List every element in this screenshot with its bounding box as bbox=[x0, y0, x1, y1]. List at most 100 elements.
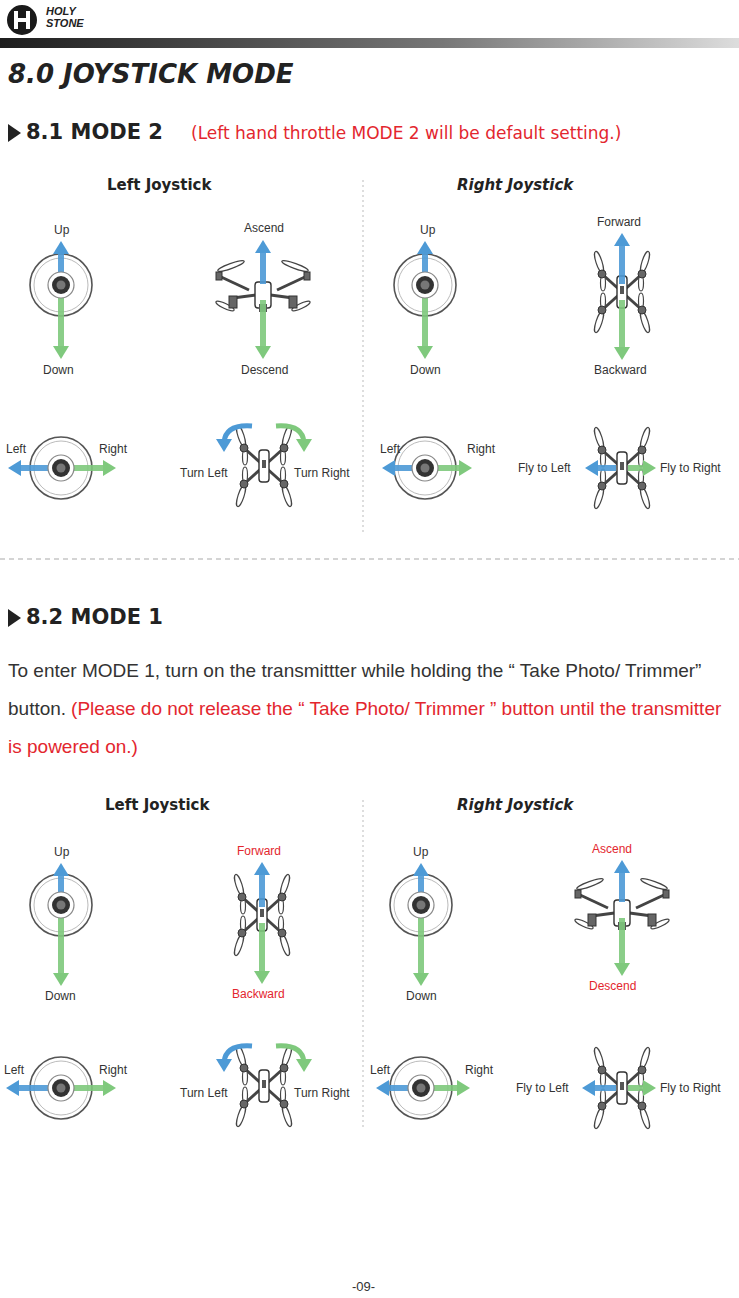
joystick-knob bbox=[52, 1079, 70, 1097]
arrow-head bbox=[103, 1080, 116, 1096]
joystick-knob bbox=[48, 892, 74, 918]
direction-label: Ascend bbox=[592, 843, 632, 856]
arrow-head bbox=[417, 241, 433, 254]
drone-arm bbox=[277, 276, 307, 290]
direction-label: Fly to Right bbox=[660, 462, 721, 475]
arrow-shaft bbox=[58, 915, 64, 976]
propeller-blade bbox=[576, 877, 604, 891]
joystick-knob bbox=[48, 455, 74, 481]
drone-motor bbox=[598, 270, 606, 278]
direction-label: Fly to Left bbox=[518, 462, 571, 475]
arrow-head bbox=[103, 460, 116, 476]
arrow-shaft bbox=[16, 1085, 51, 1091]
arrow-shaft bbox=[259, 923, 265, 974]
drone-motor bbox=[588, 914, 596, 926]
arrow-shaft bbox=[260, 300, 266, 349]
arrow-shaft bbox=[619, 870, 625, 902]
direction-label: Up bbox=[413, 846, 428, 859]
joystick-knob bbox=[412, 272, 438, 298]
arrow-head bbox=[582, 1080, 595, 1096]
section-triangle bbox=[8, 124, 21, 142]
drone-motor bbox=[575, 890, 581, 898]
drone-body bbox=[262, 460, 266, 468]
arrow-head bbox=[216, 1059, 232, 1072]
drone-arm bbox=[578, 894, 608, 908]
instruction-paragraph: To enter MODE 1, turn on the transmittte… bbox=[8, 652, 734, 766]
drone-motor bbox=[280, 1064, 288, 1072]
direction-label: Right bbox=[465, 1064, 493, 1077]
joystick-knob bbox=[48, 272, 74, 298]
arrow-shaft bbox=[260, 250, 266, 284]
joystick-knob bbox=[412, 896, 430, 914]
direction-label: STONE bbox=[46, 17, 84, 29]
drone-top-view bbox=[235, 1045, 294, 1128]
header-bar bbox=[0, 38, 739, 48]
joystick-knob bbox=[408, 1075, 434, 1101]
arrow-shaft bbox=[386, 1085, 411, 1091]
logo-mark bbox=[6, 4, 38, 36]
direction-label: Forward bbox=[597, 216, 641, 229]
arrow-head bbox=[457, 1080, 470, 1096]
drone-motor bbox=[638, 1102, 646, 1110]
drone-body bbox=[617, 1072, 627, 1104]
drone-motor bbox=[278, 893, 286, 901]
heading-label: Left Joystick bbox=[105, 797, 209, 814]
joystick-knob bbox=[48, 1075, 74, 1101]
arrow-head bbox=[255, 240, 271, 253]
drone-motor bbox=[598, 482, 606, 490]
drone-body bbox=[259, 1070, 269, 1102]
drone-motor bbox=[598, 1066, 606, 1074]
instruction-text: (Please do not release the “ Take Photo/… bbox=[8, 698, 721, 757]
direction-label: Forward bbox=[237, 845, 281, 858]
joystick-knob bbox=[57, 464, 66, 473]
drone-body bbox=[259, 450, 269, 482]
direction-label: Right bbox=[467, 443, 495, 456]
direction-label: Backward bbox=[594, 364, 647, 377]
arrow-shaft bbox=[58, 295, 64, 349]
direction-label: Ascend bbox=[244, 222, 284, 235]
arrow-head bbox=[382, 460, 395, 476]
heading-label: 8.2 MODE 1 bbox=[26, 606, 163, 629]
arrow-shaft bbox=[259, 872, 265, 907]
drone-motor bbox=[216, 272, 222, 280]
arrow-shaft bbox=[619, 300, 625, 350]
drone-motor bbox=[240, 1064, 248, 1072]
arrow-shaft bbox=[431, 1085, 460, 1091]
arrow-head bbox=[255, 346, 271, 359]
drone-top-view bbox=[235, 425, 294, 508]
section-divider bbox=[0, 558, 739, 559]
drone-motor bbox=[648, 914, 656, 926]
direction-label: Up bbox=[54, 846, 69, 859]
direction-label: Down bbox=[406, 990, 437, 1003]
joystick-knob bbox=[417, 901, 426, 910]
direction-label: Down bbox=[410, 364, 441, 377]
arrow-head bbox=[254, 862, 270, 875]
drone-motor bbox=[240, 444, 248, 452]
arrow-shaft bbox=[18, 465, 51, 471]
drone-motor bbox=[240, 1100, 248, 1108]
drone-body bbox=[620, 1082, 624, 1090]
drone-motor bbox=[304, 272, 310, 280]
direction-label: Up bbox=[420, 224, 435, 237]
direction-label: Turn Left bbox=[180, 467, 228, 480]
joystick-knob bbox=[421, 281, 430, 290]
section-triangle bbox=[8, 609, 21, 627]
arrow-head bbox=[53, 346, 69, 359]
direction-label: Left bbox=[380, 443, 400, 456]
drone-motor bbox=[663, 890, 669, 898]
arrow-head bbox=[585, 460, 598, 476]
column-divider bbox=[363, 180, 364, 535]
arrow-shaft bbox=[422, 295, 428, 349]
drone-motor bbox=[238, 893, 246, 901]
drone-motor bbox=[598, 306, 606, 314]
column-divider bbox=[363, 800, 364, 1130]
drone-body bbox=[620, 462, 624, 470]
propeller-blade bbox=[640, 877, 668, 891]
drone-motor bbox=[638, 446, 646, 454]
arrow-head bbox=[216, 439, 232, 452]
drone-motor bbox=[638, 270, 646, 278]
arrow-shaft bbox=[435, 465, 462, 471]
direction-label: Descend bbox=[589, 980, 636, 993]
joystick-knob bbox=[52, 276, 70, 294]
